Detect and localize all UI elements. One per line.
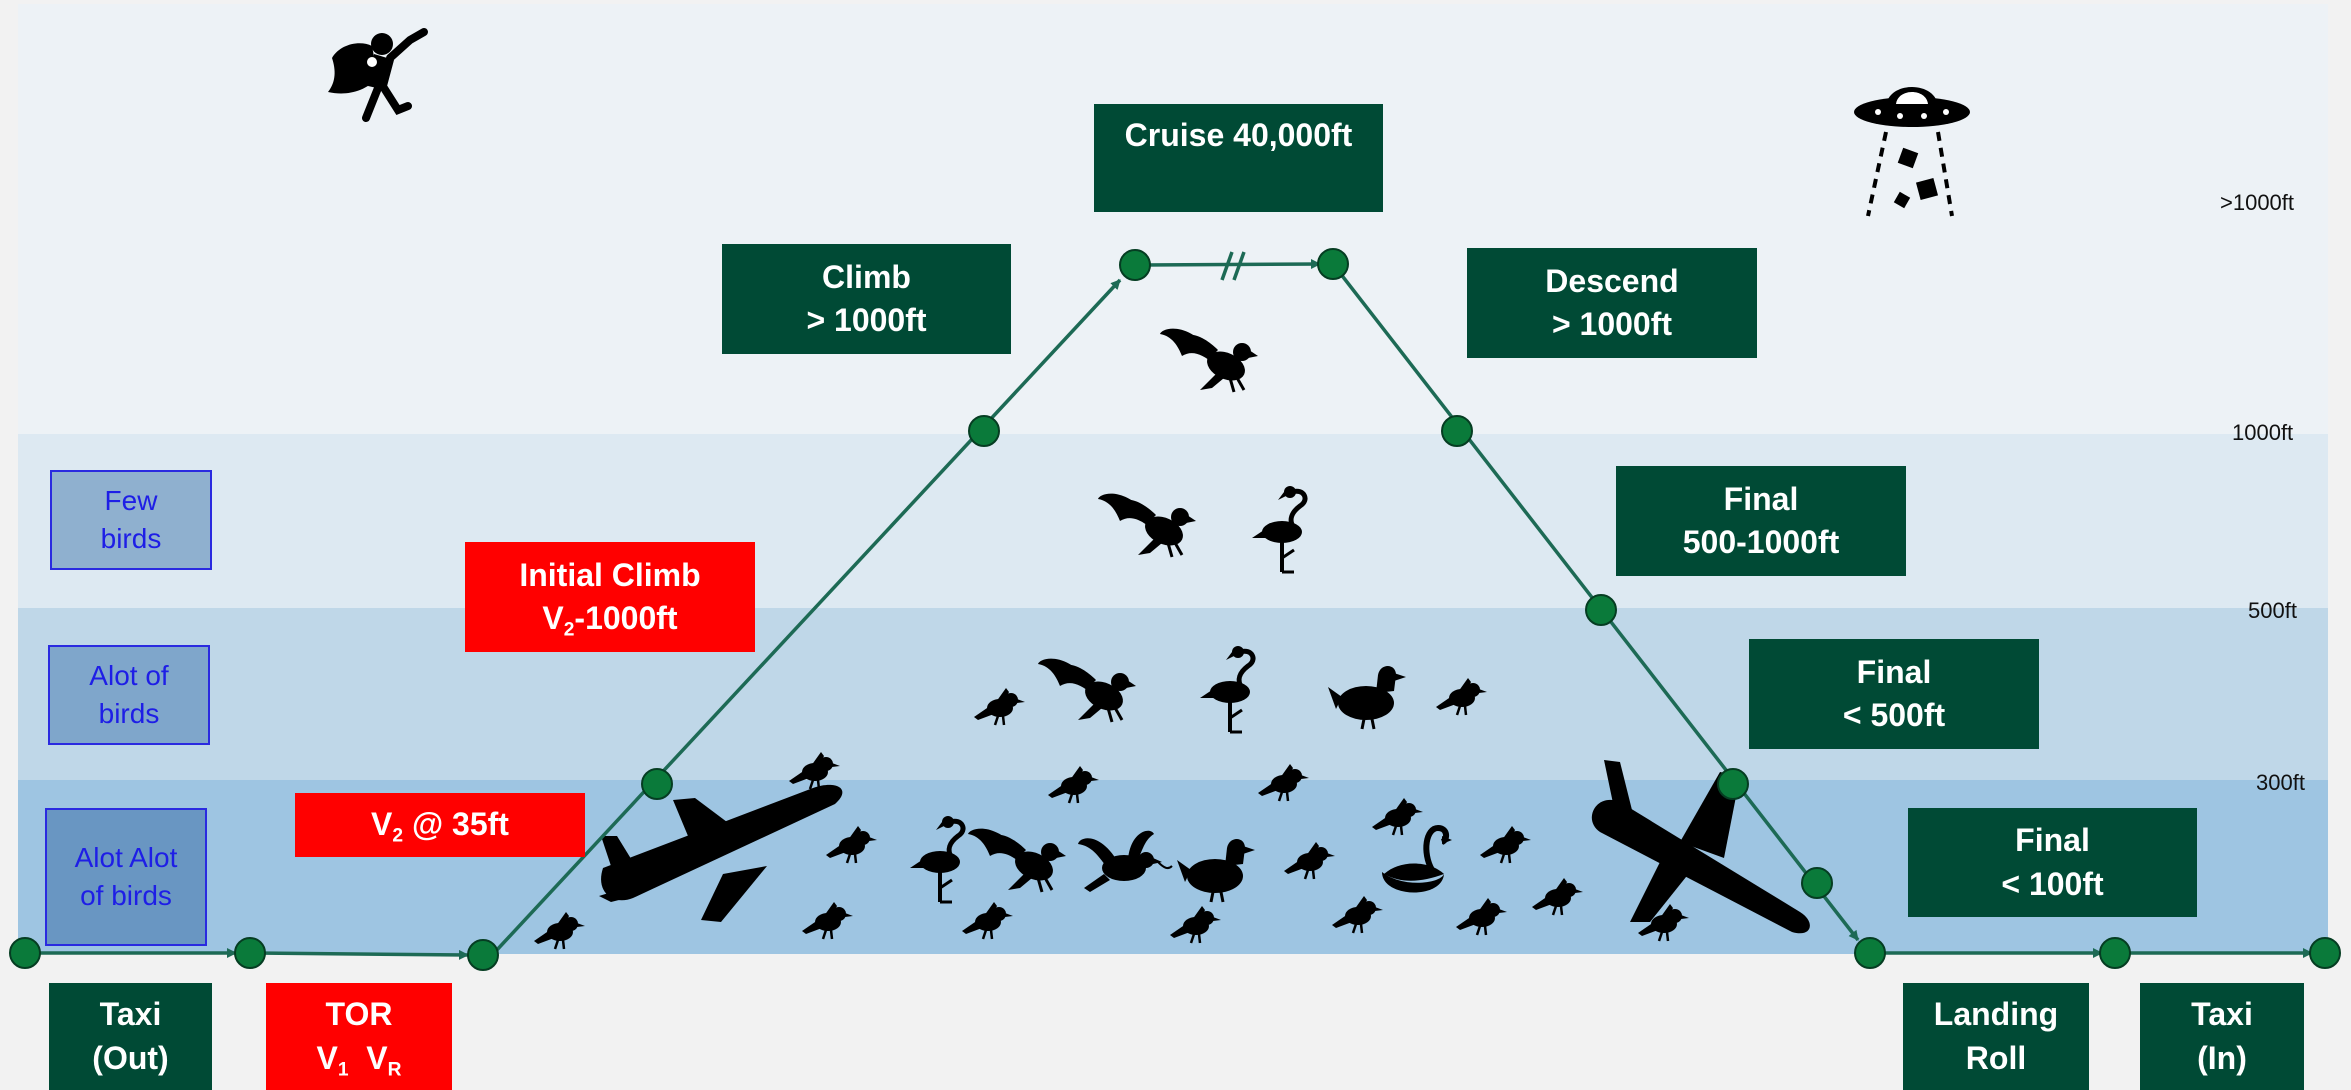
waypoint-node	[1441, 415, 1473, 447]
cruise-break-mark	[1232, 251, 1246, 281]
phase-v2-at-35ft: V2 @ 35ft	[295, 793, 585, 857]
altitude-label-above-1000ft: >1000ft	[2220, 190, 2295, 215]
waypoint-node	[1801, 867, 1833, 899]
path-takeoff-roll	[249, 949, 469, 960]
altitude-label-500ft: 500ft	[2248, 598, 2297, 623]
waypoint-node	[1317, 248, 1349, 280]
ufo-icon	[1854, 87, 1970, 217]
phase-final-below-100ft: Final< 100ft	[1908, 808, 2197, 917]
waypoint-node	[234, 937, 266, 969]
phase-climb: Climb> 1000ft	[722, 244, 1011, 354]
waypoint-node	[9, 937, 41, 969]
waypoint-node	[467, 939, 499, 971]
waypoint-node	[1585, 594, 1617, 626]
phase-taxi-out: Taxi(Out)	[49, 983, 212, 1090]
waypoint-node	[1119, 249, 1151, 281]
cruise-break-mark	[1220, 251, 1234, 281]
waypoint-node	[2309, 937, 2341, 969]
superhero-icon	[328, 28, 428, 122]
band-above-1000ft	[18, 4, 2328, 434]
waypoint-node	[2099, 937, 2131, 969]
phase-initial-climb: Initial Climb V2-1000ft	[465, 542, 755, 652]
path-climb	[493, 278, 1122, 954]
phase-final-below-500ft: Final< 500ft	[1749, 639, 2039, 749]
waypoint-node	[1854, 937, 1886, 969]
altitude-label-1000ft: 1000ft	[2232, 420, 2294, 445]
phase-descend: Descend> 1000ft	[1467, 248, 1757, 358]
phase-cruise: Cruise 40,000ft	[1094, 104, 1383, 212]
phase-taxi-in: Taxi(In)	[2140, 983, 2304, 1090]
phase-takeoff-roll: TOR V1 VR	[266, 983, 452, 1090]
waypoint-node	[968, 415, 1000, 447]
waypoint-node	[641, 768, 673, 800]
waypoint-node	[1717, 768, 1749, 800]
altitude-label-300ft: 300ft	[2256, 770, 2305, 795]
